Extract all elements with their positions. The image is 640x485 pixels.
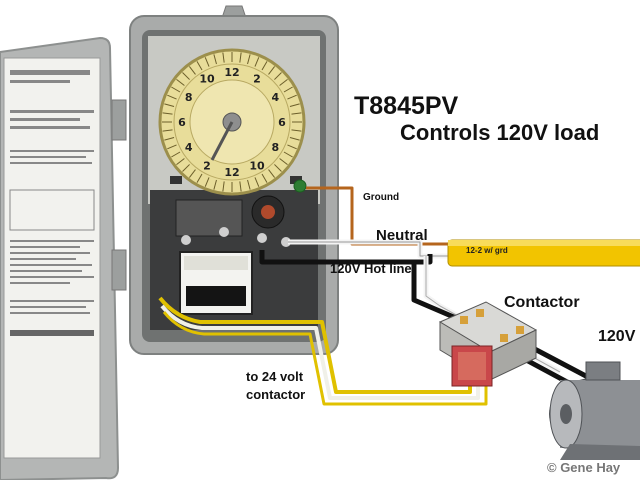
cable-12-2 xyxy=(447,239,640,267)
dial-tick xyxy=(182,164,190,172)
dial-tick xyxy=(222,181,225,192)
dial-tick xyxy=(268,169,276,178)
dial-tick xyxy=(167,144,177,150)
dial-tick xyxy=(261,61,268,71)
dial-tick xyxy=(204,177,210,187)
dial-tick xyxy=(254,177,260,187)
contactor-connection-label: to 24 volt contactor xyxy=(246,368,305,404)
dial-number: 10 xyxy=(199,73,215,86)
dial-number: 4 xyxy=(271,91,279,104)
dial-tick xyxy=(167,94,177,100)
ground-wire-label: Ground xyxy=(363,192,400,203)
dial-tick xyxy=(261,173,268,183)
dial-tick xyxy=(274,164,282,172)
dial-tick xyxy=(291,129,302,132)
hot-line-label: 120V Hot line xyxy=(330,261,412,276)
dial-number: 12 xyxy=(224,166,239,179)
enclosure-door xyxy=(0,36,127,482)
dial-tick xyxy=(176,158,185,166)
dial-number: 2 xyxy=(203,159,211,172)
switch-mechanism xyxy=(175,195,291,247)
dial-tick xyxy=(287,94,297,100)
diagram-title: T8845PV xyxy=(354,92,459,120)
diagram-subtitle: Controls 120V load xyxy=(400,120,600,145)
dial-tick-marks xyxy=(162,52,302,192)
dial-tick xyxy=(171,86,181,93)
dial-number: 12 xyxy=(224,66,239,79)
dial-tick xyxy=(268,66,276,75)
dial-tick xyxy=(283,151,293,158)
dial-tick xyxy=(196,173,203,183)
dial-tick xyxy=(247,54,251,65)
dial-tick xyxy=(196,61,203,71)
dial-number: 6 xyxy=(178,116,186,129)
contactor-connection-line2: contactor xyxy=(246,387,306,402)
contactor xyxy=(438,301,538,387)
dial-tick xyxy=(164,103,175,107)
dial-tick xyxy=(162,112,173,115)
dial-tick xyxy=(289,137,300,141)
dial-tick xyxy=(171,151,181,158)
cable-label: 12-2 w/ grd xyxy=(466,246,508,255)
dial-tick xyxy=(222,52,225,63)
dial-tick xyxy=(289,103,300,107)
dial-tick xyxy=(239,52,242,63)
dial-tick xyxy=(279,158,288,166)
dial-tick xyxy=(176,78,185,86)
internal-transformer xyxy=(179,251,253,315)
dial-number: 4 xyxy=(185,141,193,154)
dial-tick xyxy=(204,57,210,67)
dial-tick xyxy=(162,129,173,132)
dial-tick xyxy=(213,179,217,190)
dial-tick xyxy=(254,57,260,67)
dial-number: 8 xyxy=(271,141,279,154)
dial-tick xyxy=(188,66,196,75)
dial-tick xyxy=(188,169,196,178)
dial-tick xyxy=(279,78,288,86)
dial-tick xyxy=(213,54,217,65)
copyright-notice: © Gene Hay xyxy=(547,460,621,475)
dial-number: 10 xyxy=(249,159,265,172)
contactor-label: Contactor xyxy=(504,294,580,311)
motor-voltage-label: 120V xyxy=(598,328,636,345)
contactor-connection-line1: to 24 volt xyxy=(246,369,304,384)
dial-tick xyxy=(164,137,175,141)
dial-number: 2 xyxy=(253,73,261,86)
dial-tick xyxy=(274,72,282,80)
dial-number: 6 xyxy=(278,116,286,129)
dial-number: 8 xyxy=(185,91,193,104)
dial-tick xyxy=(287,144,297,150)
dial-tick xyxy=(182,72,190,80)
dial-tick xyxy=(283,86,293,93)
dial-tick xyxy=(291,112,302,115)
dial-tick xyxy=(247,179,251,190)
motor xyxy=(549,361,640,460)
dial-tick xyxy=(239,181,242,192)
neutral-wire-label: Neutral xyxy=(376,227,428,244)
low-voltage-wires xyxy=(158,296,488,406)
